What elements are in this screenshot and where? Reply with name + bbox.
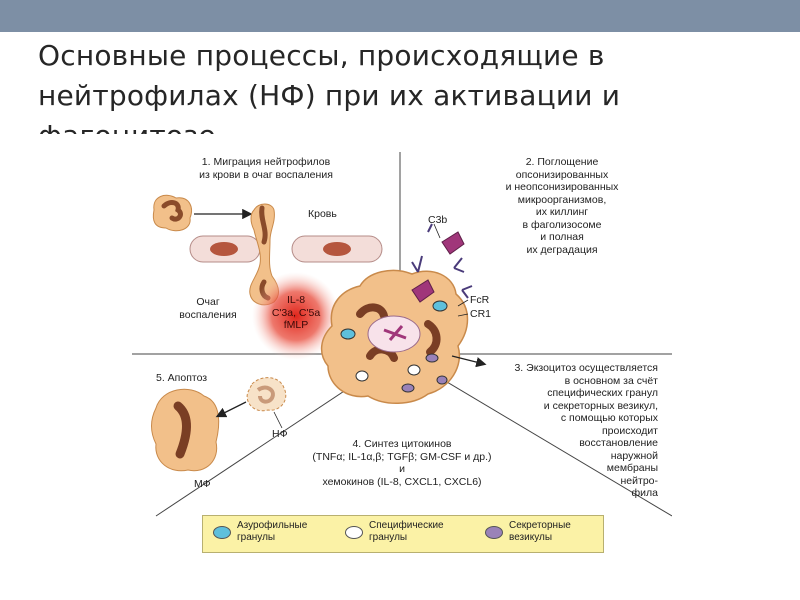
step4-label: 4. Синтез цитокинов(TNFα; IL-1α,β; TGFβ;… (312, 438, 492, 488)
cr1-pointer (457, 313, 469, 317)
macrophage (151, 388, 220, 472)
azurophilic-swatch (213, 525, 231, 539)
fcr-pointer (457, 299, 469, 307)
top-bar (0, 0, 800, 32)
c3b-label: C3b (428, 214, 448, 226)
diagram-drawing (132, 152, 672, 517)
mf-label: МФ (194, 478, 211, 490)
nf-pointer (273, 411, 283, 429)
opsonized-microbes (411, 223, 473, 303)
exocytosis-arrow (451, 355, 487, 368)
specific-swatch (345, 525, 363, 539)
endothelium-cells (189, 235, 383, 263)
nf-label: НФ (272, 428, 288, 440)
step5-label: 5. Апоптоз (156, 372, 208, 384)
secretory-swatch (485, 525, 503, 539)
activated-neutrophil (320, 269, 469, 404)
blood-label: Кровь (308, 208, 337, 220)
cr1-label: CR1 (470, 308, 492, 320)
slide-title: Основные процессы, происходящие в нейтро… (38, 39, 621, 134)
fcr-label: FcR (470, 294, 490, 306)
circulating-neutrophil (152, 194, 192, 232)
chemoattractant-glow (252, 272, 340, 360)
c3b-pointer (433, 223, 441, 239)
apoptosis-arrow (215, 401, 247, 418)
apoptotic-neutrophil (246, 377, 287, 412)
